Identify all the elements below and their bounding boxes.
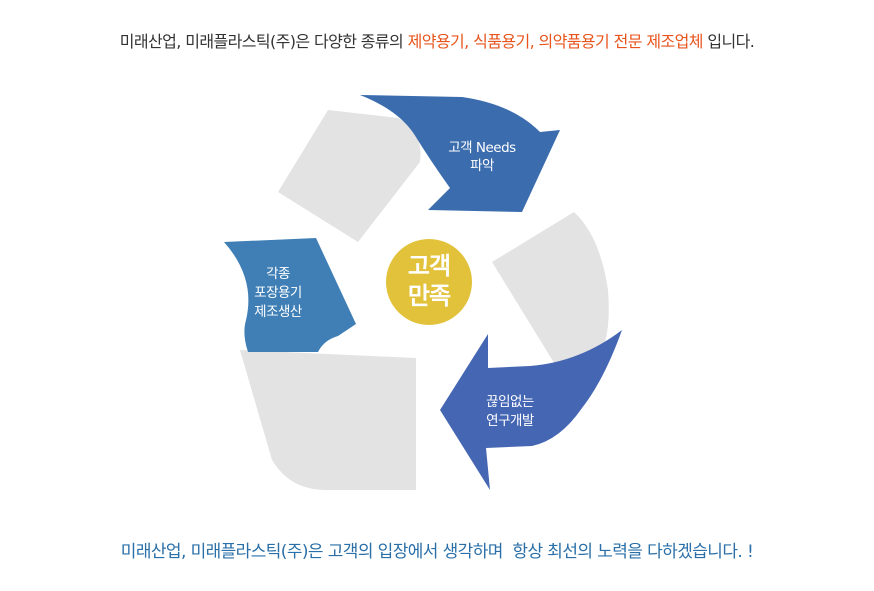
arrow-left-label-line3: 제조생산	[254, 304, 302, 320]
intro-prefix: 미래산업, 미래플라스틱(주)은 다양한 종류의	[119, 32, 408, 51]
arrow-right	[440, 330, 622, 490]
arrow-left-label-line1: 각종	[266, 266, 290, 282]
arrow-right-label-line1: 끊임없는	[486, 394, 534, 410]
center-badge	[386, 239, 472, 325]
intro-suffix: 입니다.	[702, 32, 755, 51]
center-line2: 만족	[408, 282, 451, 310]
intro-text: 미래산업, 미래플라스틱(주)은 다양한 종류의 제약용기, 식품용기, 의약품…	[0, 28, 874, 52]
arrow-top-label-line1: 고객 Needs	[448, 140, 516, 156]
arrow-right-label-line2: 연구개발	[486, 413, 534, 429]
panel-top-left	[278, 110, 421, 242]
arrow-left-label-line2: 포장용기	[254, 285, 302, 301]
panel-right	[492, 212, 609, 366]
panel-bottom	[240, 350, 416, 490]
footer-slogan: 미래산업, 미래플라스틱(주)은 고객의 입장에서 생각하며 항상 최선의 노력…	[120, 542, 754, 562]
arrow-top-label-line2: 파악	[470, 158, 494, 174]
arrow-left	[224, 238, 356, 352]
intro-highlight: 제약용기, 식품용기, 의약품용기 전문 제조업체	[407, 32, 704, 51]
center-line1: 고객	[408, 252, 450, 280]
arrow-top	[360, 95, 560, 212]
